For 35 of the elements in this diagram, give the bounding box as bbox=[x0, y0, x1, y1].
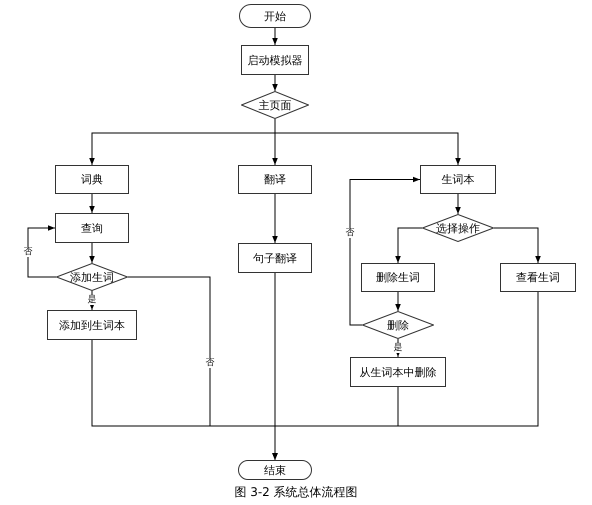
process-box: 词典 bbox=[55, 165, 129, 194]
arrow bbox=[272, 292, 538, 460]
edge-label: 是 bbox=[392, 343, 404, 353]
process-box: 添加到生词本 bbox=[47, 310, 137, 340]
figure-caption: 图 3-2 系统总体流程图 bbox=[234, 484, 358, 501]
arrow bbox=[455, 194, 461, 214]
arrow bbox=[89, 242, 95, 264]
process-box: 从生词本中删除 bbox=[350, 357, 446, 387]
process-box: 翻译 bbox=[238, 165, 312, 194]
process-box: 启动模拟器 bbox=[241, 45, 309, 75]
process-box: 删除生词 bbox=[361, 263, 435, 292]
edge-label: 否 bbox=[344, 228, 356, 238]
terminal-box: 开始 bbox=[239, 4, 311, 28]
arrow bbox=[350, 176, 420, 326]
edge-label: 否 bbox=[204, 358, 216, 368]
arrow bbox=[272, 28, 278, 46]
arrow bbox=[272, 74, 278, 92]
decision-diamond: 添加生词 bbox=[56, 263, 128, 291]
decision-diamond: 主页面 bbox=[241, 91, 309, 119]
arrow bbox=[274, 118, 461, 166]
arrow bbox=[395, 292, 401, 312]
process-box: 查看生词 bbox=[500, 263, 576, 292]
arrow bbox=[28, 225, 56, 278]
arrow bbox=[272, 194, 278, 244]
decision-diamond: 删除 bbox=[362, 311, 434, 339]
edge-label: 是 bbox=[86, 295, 98, 305]
process-box: 句子翻译 bbox=[238, 243, 312, 273]
arrow bbox=[395, 228, 422, 264]
process-box: 生词本 bbox=[420, 165, 496, 194]
edge-label: 否 bbox=[22, 247, 34, 257]
terminal-box: 结束 bbox=[238, 460, 312, 480]
arrow bbox=[494, 228, 541, 264]
process-box: 查询 bbox=[55, 213, 129, 243]
decision-diamond: 选择操作 bbox=[422, 214, 494, 242]
arrow bbox=[89, 194, 95, 214]
